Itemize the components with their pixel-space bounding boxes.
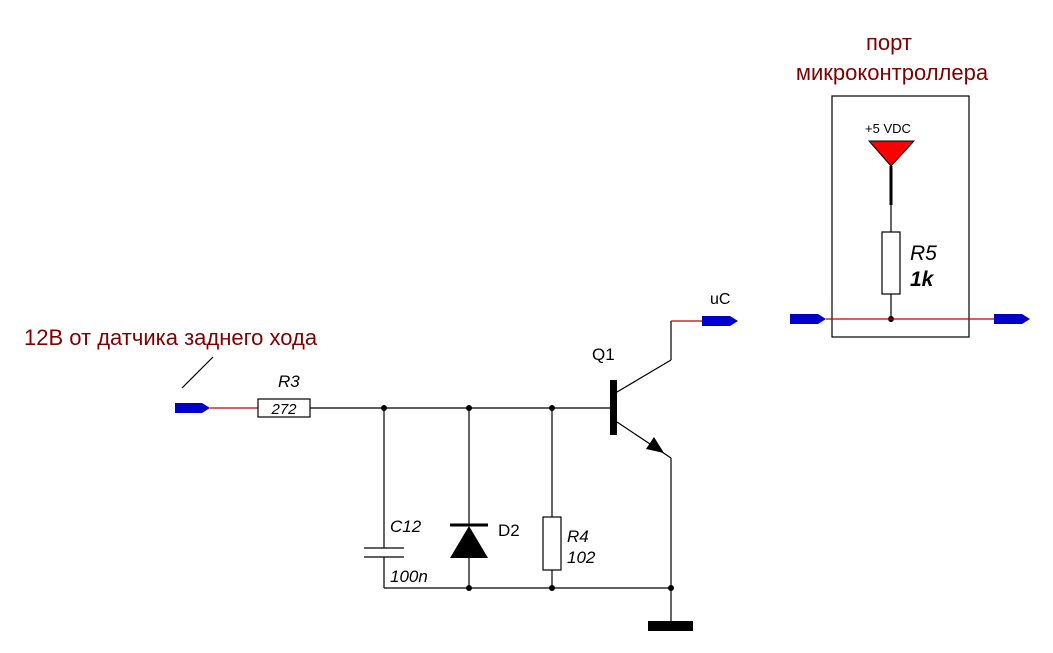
r4-resistor[interactable] [542, 516, 562, 571]
r4-value: 102 [567, 548, 596, 567]
junction-r4-bottom [549, 585, 555, 591]
c12-value: 100n [390, 567, 428, 586]
junction-d2-bottom [466, 585, 472, 591]
q1-collector [616, 359, 672, 393]
mcu-output-connector[interactable] [994, 314, 1030, 324]
uc-port-connector[interactable] [702, 316, 738, 326]
input-port-connector[interactable] [175, 403, 210, 413]
r5-value: 1k [910, 268, 935, 291]
uc-label: uC [710, 291, 730, 308]
c12-name: C12 [390, 517, 422, 536]
q1-emitter-arrow [646, 437, 664, 453]
d2-label: D2 [498, 521, 520, 540]
r5-resistor[interactable] [881, 231, 901, 295]
vdc-supply-symbol [867, 140, 916, 167]
r3-value: 272 [270, 401, 297, 418]
ground-symbol [648, 621, 693, 631]
port-title-line1: порт [866, 30, 912, 55]
mcu-port-box [831, 95, 970, 338]
r5-name: R5 [910, 242, 937, 265]
input-signal-label: 12В от датчика заднего хода [24, 325, 318, 350]
vdc-label: +5 VDC [865, 121, 911, 136]
r3-name: R3 [278, 372, 300, 391]
q1-base-bar[interactable] [610, 380, 617, 435]
r4-name: R4 [567, 527, 589, 546]
d2-diode-body[interactable] [450, 526, 488, 558]
port-title-line2: микроконтроллера [796, 60, 989, 85]
mcu-input-connector[interactable] [790, 314, 826, 324]
input-label-leader [181, 356, 214, 389]
q1-label: Q1 [592, 345, 615, 364]
